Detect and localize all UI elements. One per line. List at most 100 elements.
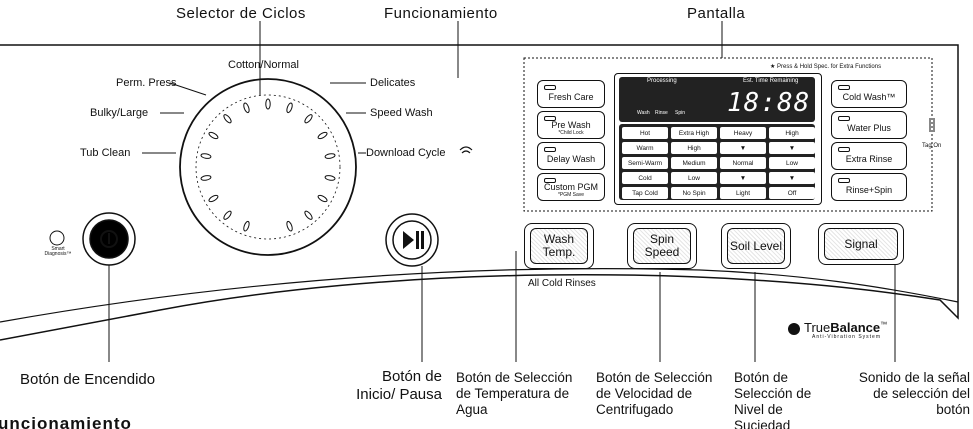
right-option-button[interactable]: Cold Wash™ xyxy=(831,80,907,108)
cycle-download: Download Cycle xyxy=(366,147,446,159)
signal-label: Signal xyxy=(824,228,898,260)
cycle-speed-wash: Speed Wash xyxy=(370,107,433,119)
dial-tick xyxy=(265,98,271,110)
left-option-sublabel: *Child Lock xyxy=(558,130,584,136)
truebalance-tm: ™ xyxy=(880,321,888,329)
power-button[interactable] xyxy=(83,213,135,265)
caption-power: Botón de Encendido xyxy=(20,371,156,388)
dial-tick xyxy=(243,220,250,232)
tag-on-label: Tag On xyxy=(922,143,942,149)
truebalance-true: True xyxy=(804,320,831,335)
option-cell: ▼ xyxy=(769,172,815,184)
right-option-label: Extra Rinse xyxy=(845,154,893,164)
dial-tick xyxy=(200,175,212,181)
dial-tick xyxy=(324,153,336,159)
right-option-label: Water Plus xyxy=(847,123,891,133)
right-option-button[interactable]: Rinse+Spin xyxy=(831,173,907,201)
option-cell: Extra High xyxy=(671,127,717,139)
indicator-light xyxy=(544,178,556,183)
footer-heading: uncionamiento xyxy=(0,414,132,429)
display-screen: Processing Est. Time Remaining 18:88 Was… xyxy=(614,73,822,205)
left-option-label: Delay Wash xyxy=(546,154,596,164)
soil-level-button[interactable]: Soil Level xyxy=(721,223,791,269)
option-cell: ▼ xyxy=(720,172,766,184)
icon-label-rinse: Rinse xyxy=(655,110,668,116)
option-cell: Hot xyxy=(622,127,668,139)
option-cell: Off xyxy=(769,187,815,199)
option-cell: Warm xyxy=(622,142,668,154)
option-cell: Low xyxy=(769,157,815,169)
right-option-label: Rinse+Spin xyxy=(845,185,893,195)
right-option-button[interactable]: Extra Rinse xyxy=(831,142,907,170)
lcd-area: Processing Est. Time Remaining 18:88 Was… xyxy=(619,77,815,122)
callout-operation: Funcionamiento xyxy=(384,5,498,22)
option-cell: ▼ xyxy=(769,142,815,154)
cycle-tub-clean: Tub Clean xyxy=(80,147,131,159)
cycle-delicates: Delicates xyxy=(370,77,416,89)
caption-soil-level: Botón de Selección de Nivel de Suciedad xyxy=(734,370,812,429)
option-cell: Medium xyxy=(671,157,717,169)
caption-water-temp: Botón de Selección de Temperatura de Agu… xyxy=(456,370,573,417)
press-hold-note: ★ Press & Hold Spec. for Extra Functions xyxy=(770,64,882,70)
callout-display: Pantalla xyxy=(687,5,746,22)
left-option-button[interactable]: Pre Wash*Child Lock xyxy=(537,111,605,139)
left-option-label: Custom PGM xyxy=(543,182,598,192)
icon-label-spin: Spin xyxy=(675,110,686,116)
indicator-light xyxy=(838,85,850,90)
caption-start-pause: Botón de Inicio/ Pausa xyxy=(356,368,442,403)
left-option-button[interactable]: Custom PGM*PGM Save xyxy=(537,173,605,201)
processing-label: Processing xyxy=(647,78,677,84)
right-option-label: Cold Wash™ xyxy=(842,92,896,102)
dial-tick xyxy=(223,210,232,220)
truebalance-balance: Balance xyxy=(830,320,881,335)
option-cell: Normal xyxy=(720,157,766,169)
start-pause-button[interactable] xyxy=(386,214,438,266)
option-cell: Tap Cold xyxy=(622,187,668,199)
est-time-label: Est. Time Remaining xyxy=(743,78,799,84)
soil-level-label: Soil Level xyxy=(727,228,785,264)
indicator-light xyxy=(544,116,556,121)
cycle-cotton-normal: Cotton/Normal xyxy=(228,59,299,71)
signal-button[interactable]: Signal xyxy=(818,223,904,265)
option-cell: No Spin xyxy=(671,187,717,199)
dial-tick xyxy=(317,194,328,203)
dial-tick xyxy=(317,131,328,140)
left-option-button[interactable]: Fresh Care xyxy=(537,80,605,108)
dial-tick xyxy=(223,114,232,124)
caption-spin-speed: Botón de Selección de Velocidad de Centr… xyxy=(596,370,713,417)
indicator-light xyxy=(838,116,850,121)
indicator-light xyxy=(838,178,850,183)
dial-tick xyxy=(243,102,250,114)
smart-diagnosis-label: Smart Diagnosis™ xyxy=(44,246,72,257)
spin-speed-button[interactable]: Spin Speed xyxy=(627,223,697,269)
all-cold-rinses-label: All Cold Rinses xyxy=(528,278,596,289)
dial-tick xyxy=(304,210,313,220)
icon-label-wash: Wash xyxy=(637,110,650,116)
option-cell: ▼ xyxy=(720,142,766,154)
option-cell: Heavy xyxy=(720,127,766,139)
option-cell: High xyxy=(671,142,717,154)
dial-tick xyxy=(208,194,219,203)
wash-temp-button[interactable]: Wash Temp. xyxy=(524,223,594,269)
option-cell: High xyxy=(769,127,815,139)
cycle-bulky-large: Bulky/Large xyxy=(90,107,149,119)
cycle-dial-ring xyxy=(195,94,341,240)
right-option-button[interactable]: Water Plus xyxy=(831,111,907,139)
left-option-sublabel: *PGM Save xyxy=(557,192,585,198)
truebalance-logo: TrueBalance™ xyxy=(804,320,887,335)
dial-tick xyxy=(304,114,313,124)
left-option-button[interactable]: Delay Wash xyxy=(537,142,605,170)
callout-cycle-selector: Selector de Ciclos xyxy=(176,5,306,22)
left-option-label: Pre Wash xyxy=(551,120,591,130)
caption-signal: Sonido de la señal de selección del botó… xyxy=(858,370,970,417)
option-cell: Low xyxy=(671,172,717,184)
indicator-light xyxy=(544,85,556,90)
dial-ticks xyxy=(200,98,336,232)
cycle-dial-outer xyxy=(179,78,357,256)
spin-speed-label: Spin Speed xyxy=(633,228,691,264)
dial-tick xyxy=(200,153,212,159)
dial-tick xyxy=(324,175,336,181)
cycle-perm-press: Perm. Press xyxy=(116,77,177,89)
